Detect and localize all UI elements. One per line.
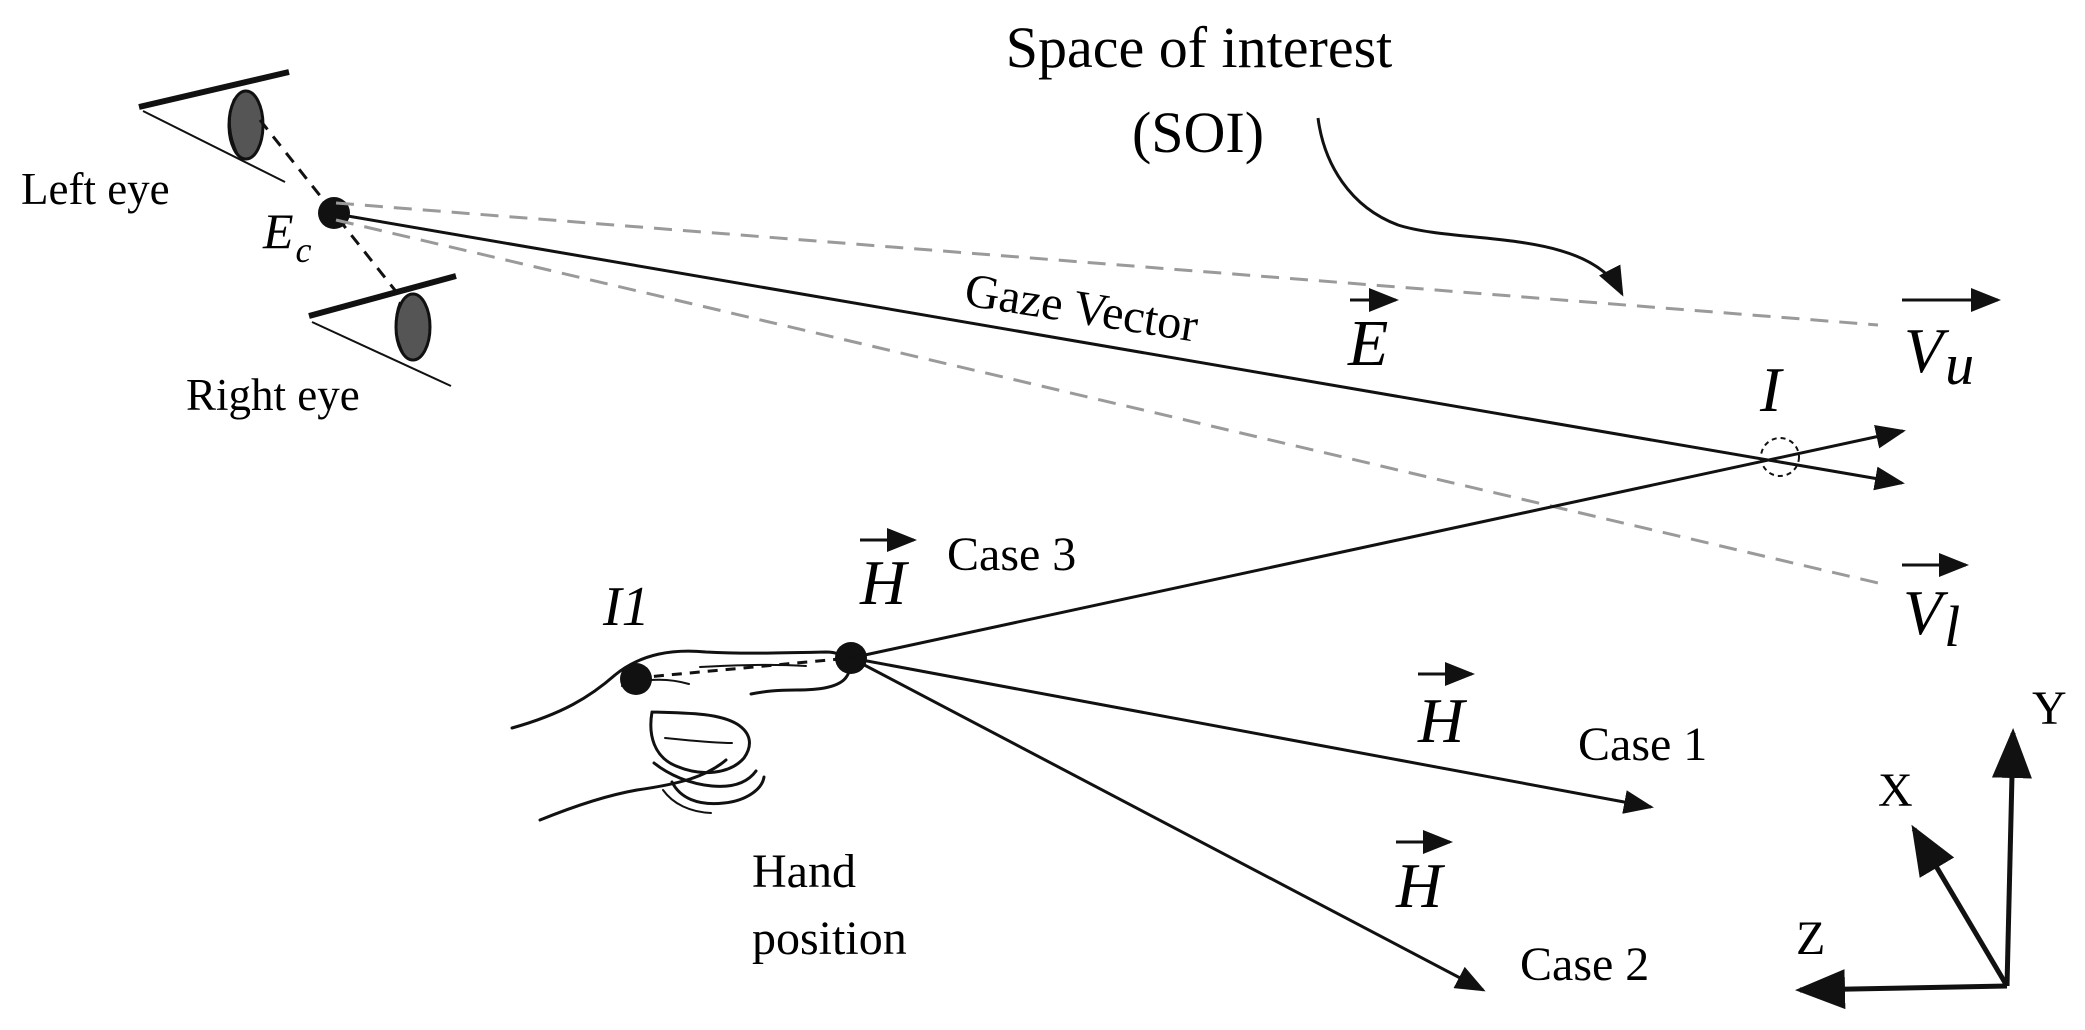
intersection-marker (1760, 437, 1800, 477)
finger-dashed-line (635, 656, 851, 680)
i1-point (620, 663, 652, 695)
lower-soi-boundary-line (335, 218, 1879, 585)
upper-bound-subscript: u (1945, 332, 1974, 397)
axis-y-label: Y (2032, 682, 2067, 735)
left-eye-label: Left eye (21, 164, 170, 214)
lower-bound-subscript: l (1944, 594, 1960, 659)
axis-z-label: Z (1796, 912, 1825, 965)
case-1-hand-symbol: H (1417, 662, 1475, 756)
case-1-vector-line (850, 656, 1654, 814)
soi-title-line-2: (SOI) (1132, 100, 1264, 165)
upper-bound-label: Vu (1904, 315, 1974, 397)
gaze-vector-label: Gaze Vector (961, 264, 1201, 353)
i1-label: I1 (602, 576, 650, 638)
case-3-label: Case 3 (947, 528, 1076, 581)
case-1-hand-symbol-text: H (1417, 685, 1468, 756)
upper-bound-symbol: Vu (1902, 288, 2001, 397)
gaze-vector-symbol-text: E (1347, 307, 1388, 380)
coordinate-axes (1795, 728, 2032, 1010)
hand-position-line-1: Hand (752, 845, 856, 898)
gaze-vector-line (335, 212, 1905, 491)
lower-bound-symbol: Vl (1902, 553, 1969, 659)
axis-x-label: X (1878, 764, 1913, 817)
case-2-vector-line (850, 656, 1486, 992)
eye-center-subscript: c (296, 230, 312, 270)
upper-soi-boundary-line (335, 201, 1879, 327)
case-3-vector-line (850, 424, 1906, 660)
case-3-hand-symbol: H (859, 528, 917, 618)
right-eye-label: Right eye (186, 370, 360, 420)
case-2-label: Case 2 (1520, 938, 1649, 991)
eye-center-label: Ec (262, 203, 312, 270)
soi-pointer-arrow (1316, 117, 1624, 297)
gaze-vector-symbol: E (1347, 288, 1399, 380)
case-2-hand-symbol: H (1395, 830, 1453, 921)
right-eye-icon (308, 273, 457, 387)
case-2-hand-symbol-text: H (1395, 850, 1446, 921)
case-3-hand-symbol-text: H (859, 547, 910, 618)
soi-title-line-1: Space of interest (1006, 15, 1393, 80)
case-1-label: Case 1 (1578, 718, 1707, 771)
left-eye-icon (138, 69, 290, 183)
eye-center-point (318, 197, 350, 229)
lower-bound-label: Vl (1903, 577, 1960, 659)
hand-position-line-2: position (752, 912, 907, 965)
hand-icon (510, 649, 851, 822)
intersection-label: I (1759, 354, 1784, 425)
